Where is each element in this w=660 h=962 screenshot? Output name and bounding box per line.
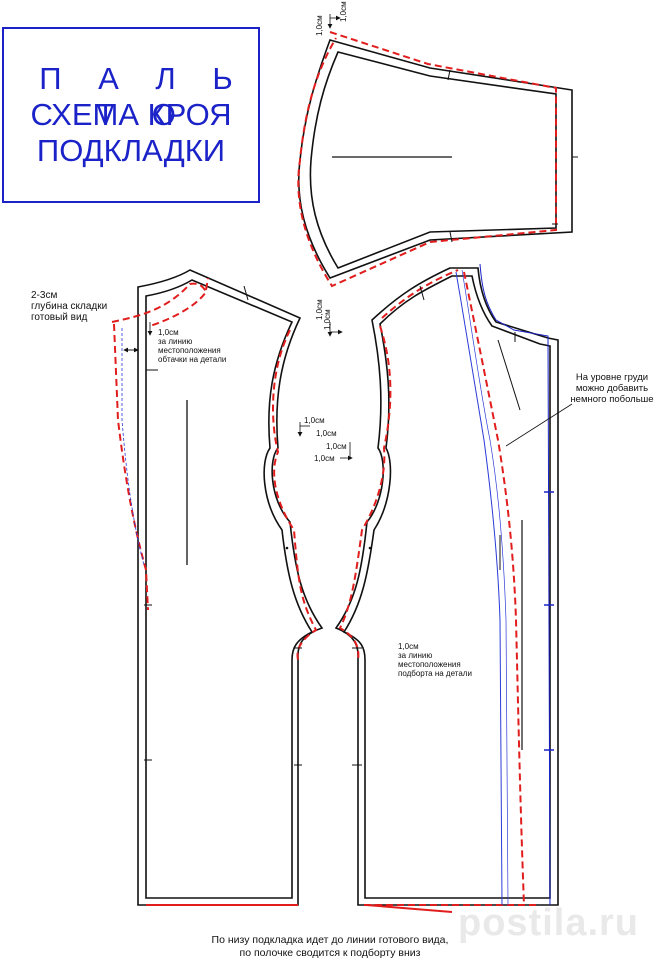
pleat-note: 2-3см глубина складки готовый вид <box>31 290 107 323</box>
note-line: обтачки на детали <box>158 355 227 364</box>
watermark: postila.ru <box>458 902 640 944</box>
front-inner-outline <box>342 275 551 899</box>
dim-label: 1,0см <box>304 416 325 425</box>
dim-label: 1,0см <box>314 454 335 463</box>
front-facing-line-3 <box>479 263 551 906</box>
back-lining-dashed <box>111 277 318 661</box>
dim-label: 1,0см <box>339 1 348 22</box>
note-line: местоположения <box>158 346 221 355</box>
callout-line: На уровне груди <box>575 372 649 383</box>
front-outer-outline <box>334 267 559 906</box>
pleat-note-line: готовый вид <box>31 312 88 323</box>
callout-line: можно добавить <box>575 383 649 394</box>
sleeve-inner-outline <box>309 51 557 269</box>
note-line: подборта на детали <box>398 669 472 678</box>
footer-line: По низу подкладка идет до линии готового… <box>211 934 449 946</box>
sleeve-piece <box>297 31 578 288</box>
sleeve-notch-2 <box>447 69 451 81</box>
callout-leader <box>505 403 573 447</box>
front-facing-note: 1,0см за линию местоположения подборта н… <box>398 642 472 678</box>
dim-label: 1,0см <box>315 299 324 320</box>
title-line-2: СХЕМА КРОЯ <box>30 97 232 132</box>
sleeve-lining-dashed <box>297 31 557 288</box>
pleat-note-line: глубина складки <box>31 301 108 312</box>
front-dart-line <box>497 339 521 411</box>
note-line: 1,0см <box>158 328 179 337</box>
title-line-3: ПОДКЛАДКИ <box>36 133 226 168</box>
note-line: за линию <box>158 337 193 346</box>
pleat-note-line: 2-3см <box>31 290 58 301</box>
dim-label: 1,0см <box>326 442 347 451</box>
front-notch-6 <box>419 285 425 301</box>
title-box: П А Л Ь Т О СХЕМА КРОЯ ПОДКЛАДКИ <box>2 27 260 203</box>
front-facing-line-1 <box>455 271 503 906</box>
note-line: 1,0см <box>398 642 419 651</box>
dim-label: 1,0см <box>323 309 332 330</box>
armhole-dimension-1: 1,0см 1,0см <box>297 416 337 438</box>
front-facing-line-2 <box>461 269 509 906</box>
footer-note: По низу подкладка идет до линии готового… <box>120 934 540 960</box>
chest-callout: На уровне груди можно добавить немного п… <box>566 372 658 405</box>
front-lining-dashed <box>338 269 540 906</box>
back-notch-5 <box>243 285 249 301</box>
back-pleat-line <box>121 328 145 566</box>
back-piece <box>111 269 324 906</box>
armhole-dimension-2: 1,0см 1,0см <box>314 442 353 463</box>
back-inner-outline <box>145 279 314 899</box>
back-facing-note: 1,0см за линию местоположения обтачки на… <box>158 328 226 364</box>
footer-line: по полочке сводится к подборту вниз <box>239 947 421 959</box>
title-line-1: П А Л Ь Т О <box>39 61 247 132</box>
sleeve-bottom-dimension: 1,0см 1,0см <box>315 299 343 337</box>
dim-label: 1,0см <box>315 15 324 36</box>
note-line: местоположения <box>398 660 461 669</box>
dim-label: 1,0см <box>316 429 337 438</box>
note-line: за линию <box>398 651 433 660</box>
back-outer-outline <box>137 269 324 906</box>
sleeve-cap-dimension: 1,0см 1,0см <box>315 1 348 36</box>
sleeve-notch-3 <box>449 231 453 243</box>
front-hem-red <box>365 904 453 913</box>
callout-line: немного побольше <box>570 394 654 405</box>
front-piece <box>334 263 559 913</box>
